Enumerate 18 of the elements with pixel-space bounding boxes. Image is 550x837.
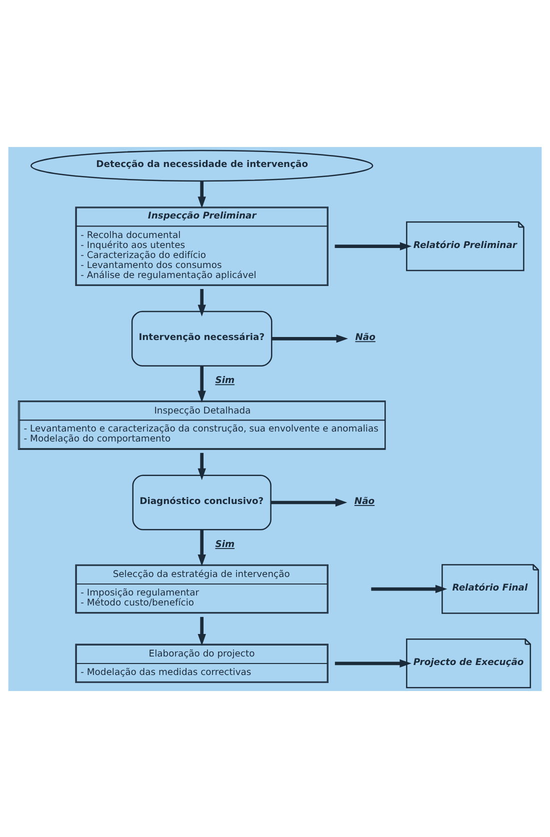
node-text: Não <box>354 496 375 506</box>
arrow <box>371 584 448 593</box>
edge-label: Sim <box>215 374 235 386</box>
arrow <box>198 365 206 402</box>
arrow <box>334 242 412 250</box>
arrow <box>198 529 206 566</box>
arrow <box>198 288 206 316</box>
arrow <box>198 616 206 646</box>
edge-label: Sim <box>215 538 235 550</box>
node-box: Diagnóstico conclusivo? <box>132 474 272 530</box>
node-text: Não <box>355 332 376 343</box>
node-box: Intervenção necessária? <box>131 310 272 366</box>
arrow <box>334 658 412 668</box>
node-ellipse: Detecção da necessidade de intervenção <box>30 149 374 182</box>
arrow <box>270 498 348 506</box>
arrow <box>198 452 206 480</box>
arrow <box>272 334 348 342</box>
arrow <box>198 180 206 208</box>
